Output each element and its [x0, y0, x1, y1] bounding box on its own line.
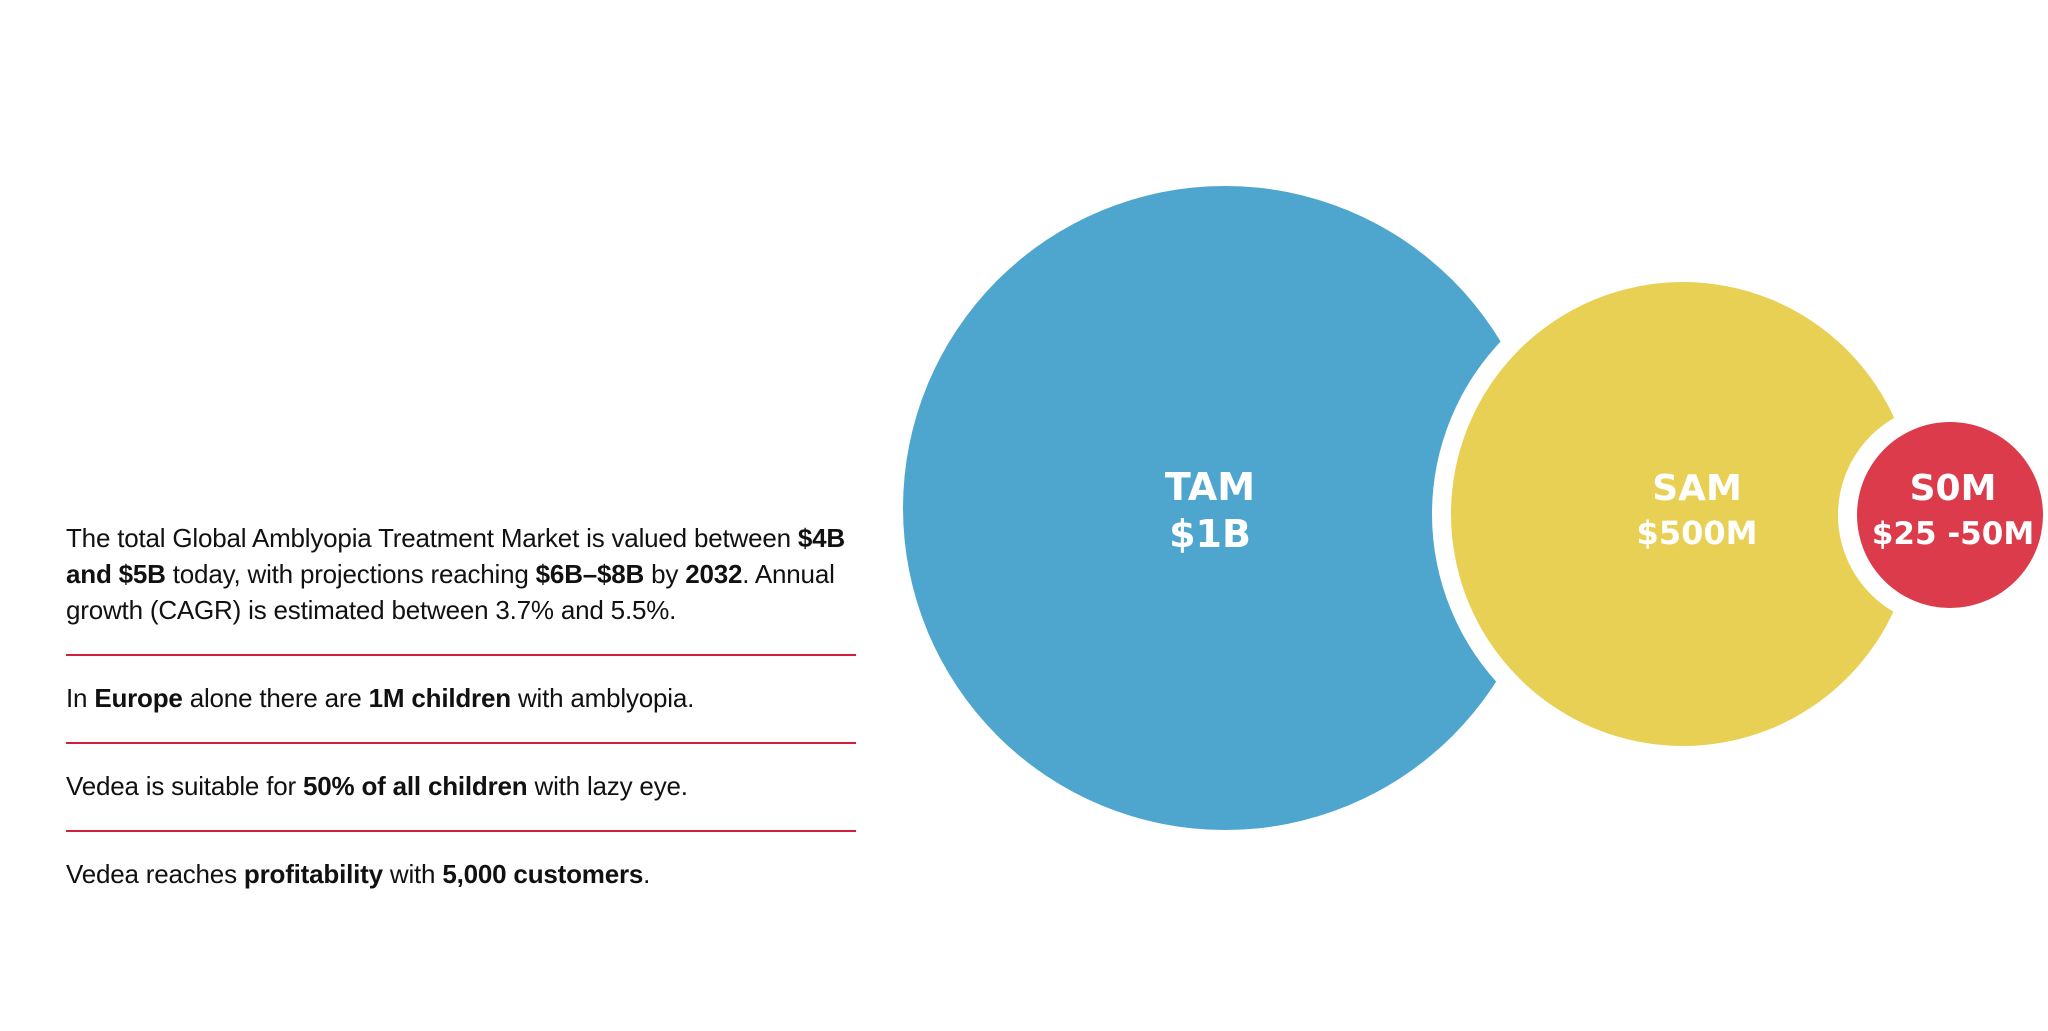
fact-text: Vedea reaches — [66, 859, 244, 889]
fact-text: with lazy eye. — [527, 771, 688, 801]
fact-highlight: 50% of all children — [302, 771, 528, 801]
fact-suitability: Vedea is suitable for 50% of all childre… — [66, 744, 856, 830]
fact-europe-children: In Europe alone there are 1M children wi… — [66, 656, 856, 742]
market-facts-panel: The total Global Amblyopia Treatment Mar… — [66, 520, 856, 918]
som-value: $25 -50M — [1872, 516, 2034, 552]
som-name: S0M — [1910, 468, 1997, 509]
fact-highlight: $4B and $5B — [66, 523, 845, 589]
fact-profitability: Vedea reaches profitability with 5,000 c… — [66, 832, 856, 918]
fact-text: Vedea is suitable for — [66, 771, 303, 801]
fact-text: In — [66, 683, 95, 713]
fact-highlight: profitability — [243, 859, 383, 889]
fact-highlight: 2032 — [685, 559, 743, 589]
sam-value: $500M — [1637, 514, 1758, 552]
fact-text: . Annual growth (CAGR) is estimated betw… — [66, 559, 835, 625]
fact-market-value: The total Global Amblyopia Treatment Mar… — [66, 520, 856, 628]
fact-text: The total Global Amblyopia Treatment Mar… — [66, 523, 798, 553]
fact-text: with amblyopia. — [510, 683, 695, 713]
tam-value: $1B — [1169, 512, 1251, 556]
divider — [66, 830, 856, 832]
sam-circle — [1451, 282, 1915, 746]
fact-text: . — [643, 859, 651, 889]
fact-highlight: $6B–$8B — [535, 559, 645, 589]
fact-highlight: Europe — [94, 683, 183, 713]
divider — [66, 654, 856, 656]
fact-text: today, with projections reaching — [165, 559, 536, 589]
fact-text: with — [382, 859, 443, 889]
tam-circle — [903, 186, 1547, 830]
fact-highlight: 5,000 customers — [442, 859, 644, 889]
divider — [66, 742, 856, 744]
fact-highlight: 1M children — [368, 683, 511, 713]
fact-text: by — [644, 559, 686, 589]
tam-name: TAM — [1165, 465, 1255, 509]
som-circle — [1857, 422, 2043, 608]
sam-name: SAM — [1652, 468, 1742, 509]
fact-text: alone there are — [182, 683, 369, 713]
